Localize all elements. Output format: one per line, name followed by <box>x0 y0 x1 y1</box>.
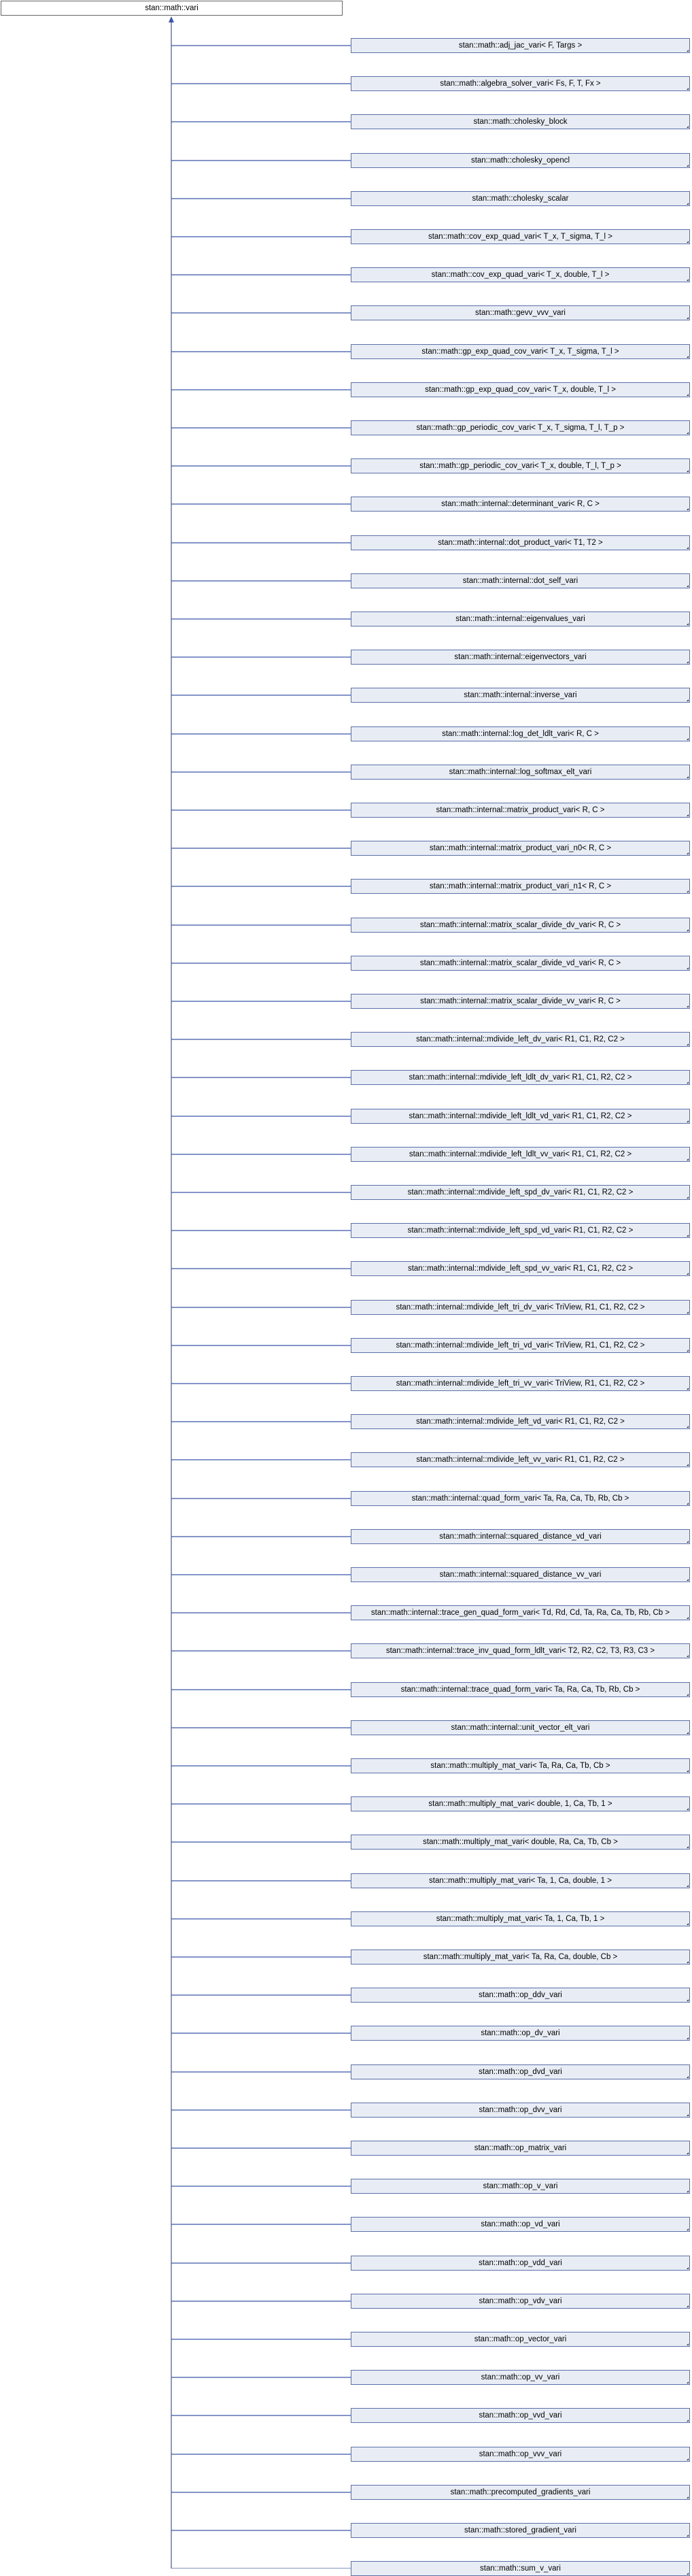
derived-class-node[interactable]: stan::math::op_dvv_vari <box>351 2103 690 2118</box>
root-class-node: stan::math::vari <box>1 1 343 16</box>
derived-class-node[interactable]: stan::math::op_vd_vari <box>351 2217 690 2232</box>
derived-class-node[interactable]: stan::math::internal::eigenvectors_vari <box>351 650 690 665</box>
derived-class-node[interactable]: stan::math::internal::mdivide_left_spd_d… <box>351 1185 690 1200</box>
derived-class-node[interactable]: stan::math::internal::matrix_scalar_divi… <box>351 956 690 971</box>
derived-class-node[interactable]: stan::math::op_v_vari <box>351 2179 690 2194</box>
derived-class-node[interactable]: stan::math::internal::inverse_vari <box>351 688 690 703</box>
derived-class-node[interactable]: stan::math::precomputed_gradients_vari <box>351 2485 690 2500</box>
derived-class-node[interactable]: stan::math::internal::matrix_product_var… <box>351 803 690 818</box>
derived-class-node[interactable]: stan::math::sum_v_vari <box>351 2561 690 2576</box>
derived-class-node[interactable]: stan::math::internal::mdivide_left_vv_va… <box>351 1452 690 1467</box>
derived-class-node[interactable]: stan::math::internal::mdivide_left_tri_d… <box>351 1300 690 1315</box>
derived-class-node[interactable]: stan::math::multiply_mat_vari< double, R… <box>351 1835 690 1850</box>
derived-class-node[interactable]: stan::math::multiply_mat_vari< Ta, Ra, C… <box>351 1758 690 1773</box>
derived-class-node[interactable]: stan::math::gp_exp_quad_cov_vari< T_x, d… <box>351 382 690 397</box>
derived-class-node[interactable]: stan::math::internal::mdivide_left_vd_va… <box>351 1414 690 1429</box>
derived-class-node[interactable]: stan::math::internal::mdivide_left_ldlt_… <box>351 1147 690 1162</box>
derived-class-node[interactable]: stan::math::internal::mdivide_left_ldlt_… <box>351 1109 690 1124</box>
derived-class-node[interactable]: stan::math::multiply_mat_vari< double, 1… <box>351 1796 690 1811</box>
derived-class-node[interactable]: stan::math::op_vvd_vari <box>351 2408 690 2423</box>
derived-class-node[interactable]: stan::math::op_vv_vari <box>351 2370 690 2385</box>
derived-class-node[interactable]: stan::math::internal::matrix_product_var… <box>351 879 690 894</box>
derived-class-node[interactable]: stan::math::op_matrix_vari <box>351 2141 690 2156</box>
derived-class-node[interactable]: stan::math::gp_periodic_cov_vari< T_x, d… <box>351 458 690 473</box>
derived-class-node[interactable]: stan::math::internal::matrix_product_var… <box>351 841 690 856</box>
derived-class-node[interactable]: stan::math::internal::dot_self_vari <box>351 573 690 588</box>
derived-class-node[interactable]: stan::math::internal::mdivide_left_spd_v… <box>351 1261 690 1276</box>
derived-class-node[interactable]: stan::math::internal::matrix_scalar_divi… <box>351 918 690 933</box>
derived-class-node[interactable]: stan::math::internal::trace_inv_quad_for… <box>351 1643 690 1658</box>
derived-class-node[interactable]: stan::math::internal::mdivide_left_tri_v… <box>351 1376 690 1391</box>
derived-class-node[interactable]: stan::math::internal::log_det_ldlt_vari<… <box>351 726 690 741</box>
derived-class-node[interactable]: stan::math::op_dv_vari <box>351 2026 690 2041</box>
derived-class-node[interactable]: stan::math::internal::determinant_vari< … <box>351 497 690 512</box>
derived-class-node[interactable]: stan::math::multiply_mat_vari< Ta, Ra, C… <box>351 1950 690 1964</box>
derived-class-node[interactable]: stan::math::internal::matrix_scalar_divi… <box>351 994 690 1009</box>
derived-class-node[interactable]: stan::math::cov_exp_quad_vari< T_x, doub… <box>351 267 690 282</box>
derived-class-node[interactable]: stan::math::cholesky_scalar <box>351 191 690 206</box>
derived-class-node[interactable]: stan::math::internal::trace_gen_quad_for… <box>351 1605 690 1620</box>
derived-class-node[interactable]: stan::math::adj_jac_vari< F, Targs > <box>351 38 690 53</box>
derived-class-node[interactable]: stan::math::internal::dot_product_vari< … <box>351 535 690 550</box>
derived-class-node[interactable]: stan::math::op_dvd_vari <box>351 2064 690 2079</box>
derived-class-node[interactable]: stan::math::cov_exp_quad_vari< T_x, T_si… <box>351 229 690 244</box>
derived-class-node[interactable]: stan::math::internal::squared_distance_v… <box>351 1567 690 1582</box>
derived-class-node[interactable]: stan::math::internal::mdivide_left_ldlt_… <box>351 1070 690 1085</box>
derived-class-node[interactable]: stan::math::algebra_solver_vari< Fs, F, … <box>351 76 690 91</box>
derived-class-node[interactable]: stan::math::multiply_mat_vari< Ta, 1, Ca… <box>351 1873 690 1888</box>
derived-class-node[interactable]: stan::math::internal::unit_vector_elt_va… <box>351 1720 690 1735</box>
derived-class-node[interactable]: stan::math::gevv_vvv_vari <box>351 305 690 320</box>
derived-class-node[interactable]: stan::math::cholesky_opencl <box>351 153 690 168</box>
inheritance-arrowhead <box>169 16 174 22</box>
derived-class-node[interactable]: stan::math::multiply_mat_vari< Ta, 1, Ca… <box>351 1911 690 1926</box>
derived-class-node[interactable]: stan::math::internal::mdivide_left_dv_va… <box>351 1032 690 1047</box>
derived-class-node[interactable]: stan::math::internal::mdivide_left_spd_v… <box>351 1223 690 1238</box>
derived-class-node[interactable]: stan::math::op_vdv_vari <box>351 2294 690 2309</box>
derived-class-node[interactable]: stan::math::cholesky_block <box>351 114 690 129</box>
derived-class-node[interactable]: stan::math::gp_periodic_cov_vari< T_x, T… <box>351 420 690 435</box>
derived-class-node[interactable]: stan::math::internal::squared_distance_v… <box>351 1529 690 1544</box>
derived-class-node[interactable]: stan::math::op_vvv_vari <box>351 2447 690 2462</box>
derived-class-node[interactable]: stan::math::internal::mdivide_left_tri_v… <box>351 1338 690 1353</box>
derived-class-node[interactable]: stan::math::stored_gradient_vari <box>351 2523 690 2538</box>
derived-class-node[interactable]: stan::math::internal::trace_quad_form_va… <box>351 1682 690 1697</box>
derived-class-node[interactable]: stan::math::internal::log_softmax_elt_va… <box>351 765 690 780</box>
derived-class-node[interactable]: stan::math::op_vector_vari <box>351 2332 690 2347</box>
derived-class-node[interactable]: stan::math::internal::quad_form_vari< Ta… <box>351 1491 690 1506</box>
derived-class-node[interactable]: stan::math::op_vdd_vari <box>351 2256 690 2271</box>
derived-class-node[interactable]: stan::math::internal::eigenvalues_vari <box>351 612 690 626</box>
derived-class-node[interactable]: stan::math::gp_exp_quad_cov_vari< T_x, T… <box>351 344 690 359</box>
derived-class-node[interactable]: stan::math::op_ddv_vari <box>351 1988 690 2003</box>
